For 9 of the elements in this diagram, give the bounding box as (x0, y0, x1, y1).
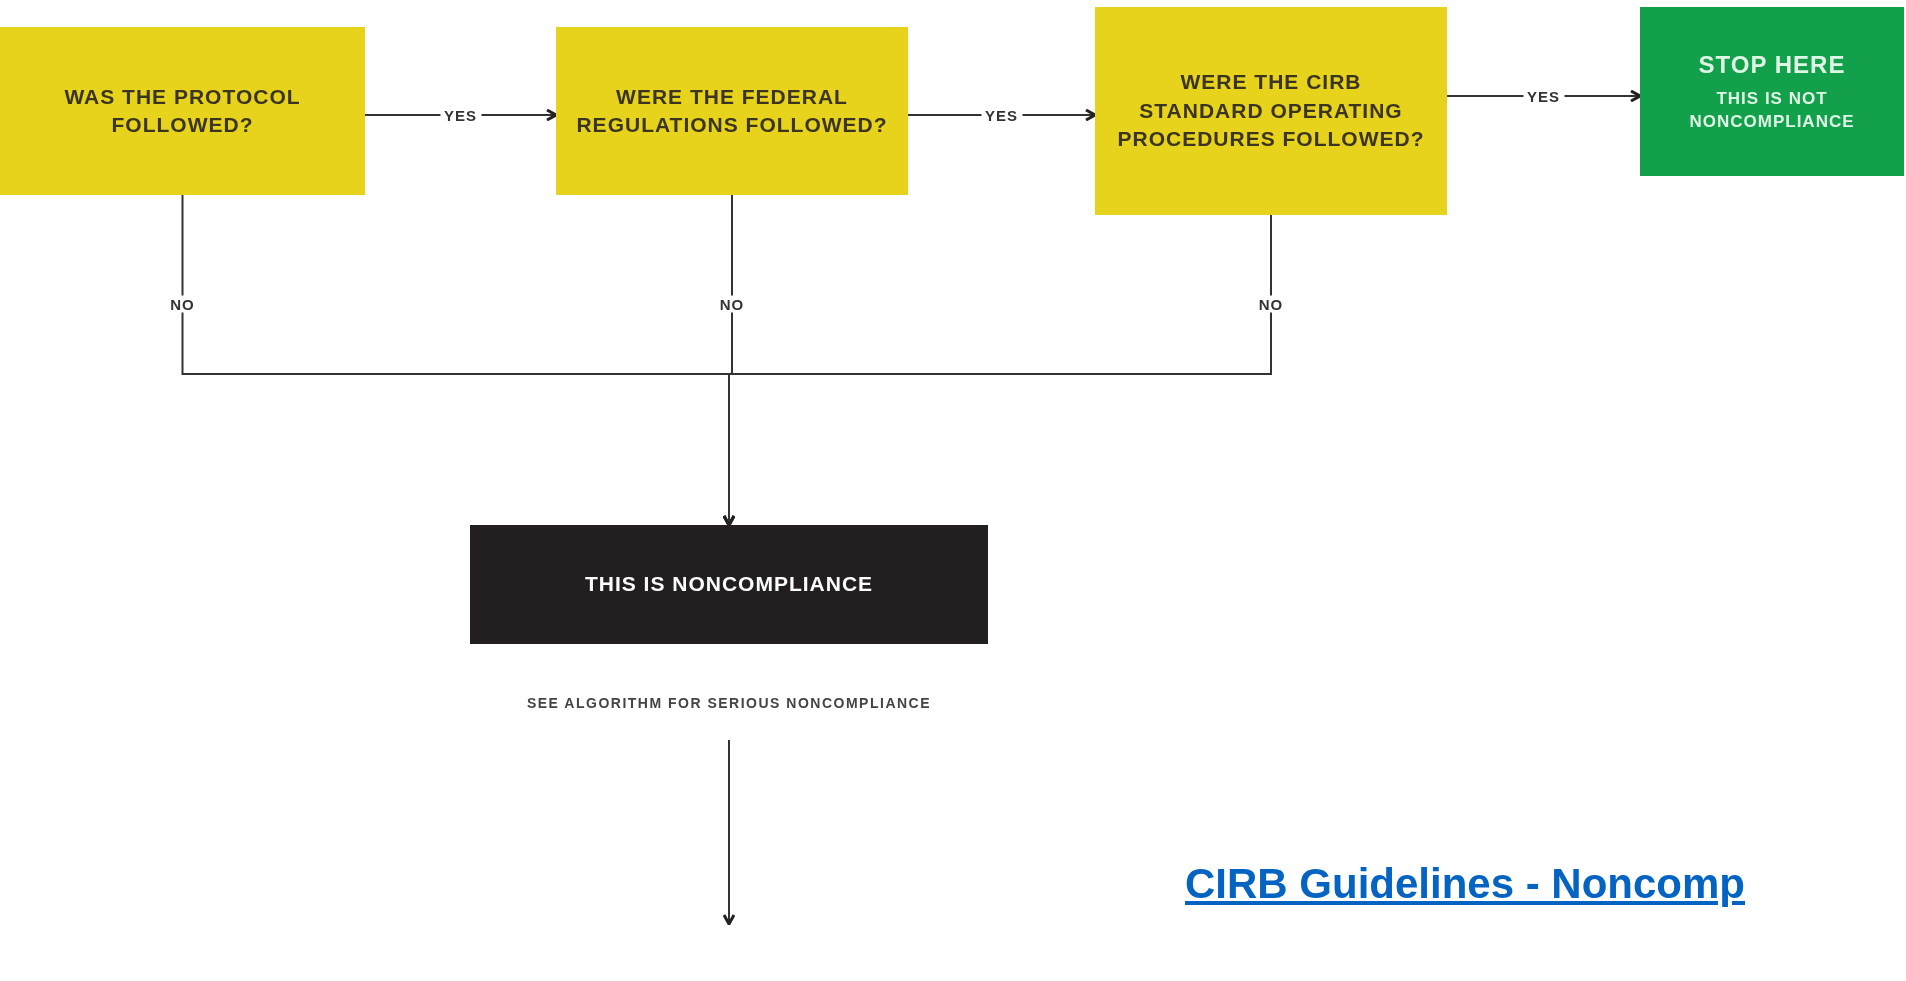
decision-box: WERE THE CIRB STANDARD OPERATING PROCEDURES FOLLOWED? (1095, 7, 1447, 215)
decision-box: WAS THE PROTOCOL FOLLOWED? (0, 27, 365, 195)
connector-arrow (722, 739, 736, 926)
link-text: CIRB Guidelines - Noncomp (1185, 860, 1746, 908)
note-text: SEE ALGORITHM FOR SERIOUS NONCOMPLIANCE (526, 695, 932, 711)
result-box: THIS IS NONCOMPLIANCE (470, 525, 988, 644)
decision-box: WERE THE FEDERAL REGULATIONS FOLLOWED? (556, 27, 908, 195)
connector-arrow (722, 214, 1272, 527)
stop-box: STOP HERE THIS IS NOT NONCOMPLIANCE (1640, 7, 1904, 176)
